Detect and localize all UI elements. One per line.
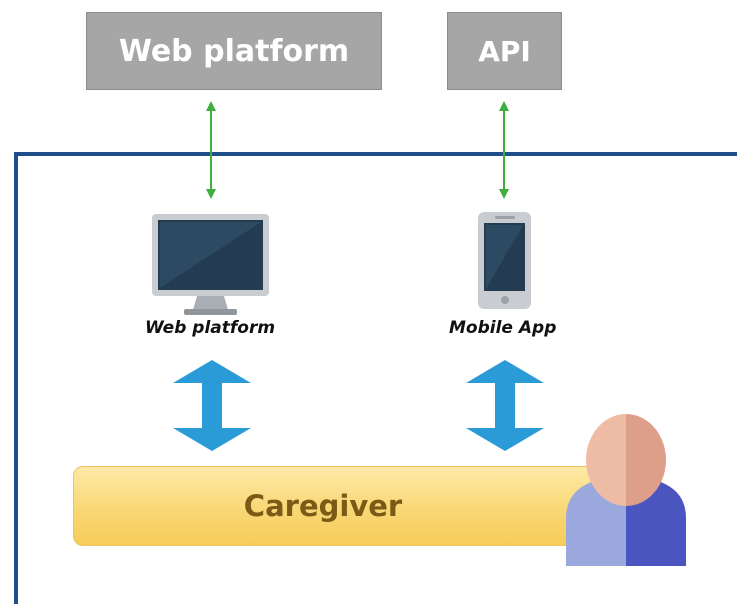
api-box-label: API (478, 34, 531, 68)
mobile-app-device-label: Mobile App (449, 318, 557, 338)
web-platform-box: Web platform (86, 12, 382, 90)
smartphone-icon (478, 212, 531, 309)
desktop-monitor-icon (152, 214, 269, 315)
web-flow-double-arrow-icon (173, 360, 251, 451)
caregiver-label: Caregiver (243, 489, 403, 523)
web-platform-box-label: Web platform (118, 33, 350, 69)
system-boundary-frame (14, 152, 737, 604)
person-icon (566, 414, 686, 566)
web-platform-device-label: Web platform (145, 318, 276, 338)
api-box: API (447, 12, 562, 90)
caregiver-bar: Caregiver (73, 466, 633, 546)
mobile-flow-double-arrow-icon (466, 360, 544, 451)
